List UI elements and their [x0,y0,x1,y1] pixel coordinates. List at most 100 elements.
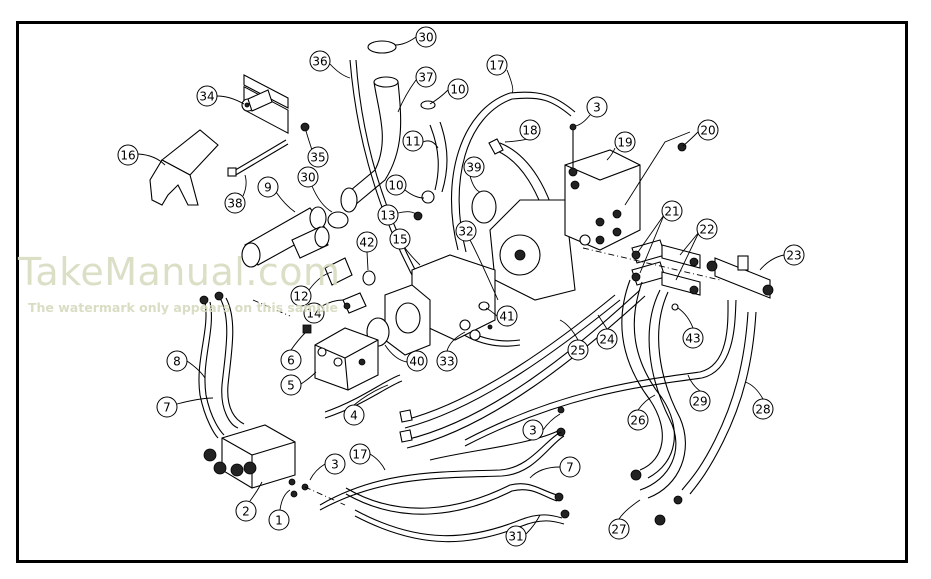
callout-31: 31 [505,525,527,547]
callout-label: 19 [617,136,632,150]
diagram-frame [16,21,908,563]
callout-label: 9 [264,181,272,195]
callout-circle [447,78,469,100]
part-31-hose [354,509,563,537]
callout-circle [608,518,630,540]
callout-circle [522,419,544,441]
callout-circle [402,130,424,152]
callout-label: 13 [380,209,395,223]
callout-label: 3 [593,101,601,115]
callout-circle [166,350,188,372]
callout-43: 43 [682,327,704,349]
callout-37: 37 [415,66,437,88]
part-2-valve-block [203,424,296,489]
callout-13: 13 [377,204,399,226]
callout-label: 32 [458,225,473,239]
callout-circle [661,200,683,222]
callout-label: 25 [570,344,585,358]
callout-circle [349,443,371,465]
callout-label: 3 [331,458,339,472]
callout-circle [614,131,636,153]
callout-circle [415,66,437,88]
callout-label: 15 [392,233,407,247]
part-33-fittings [459,319,493,341]
part-25-hose [404,294,616,421]
callout-circle [559,456,581,478]
callout-18: 18 [519,119,541,141]
part-39-o-ring [471,190,497,224]
callout-label: 37 [418,71,433,85]
callout-label: 28 [755,403,770,417]
callout-41: 41 [496,305,518,327]
callout-label: 41 [499,310,514,324]
callout-circle [156,396,178,418]
part-43-o-ring [671,303,679,311]
callout-1: 1 [268,509,290,531]
callout-21: 21 [661,200,683,222]
part-35-nut [300,122,310,132]
part-22-elbows [661,244,701,296]
callout-label: 17 [352,448,367,462]
part-23-manifold [706,255,774,299]
callout-circle [406,350,428,372]
callout-circle [377,204,399,226]
callout-label: 33 [439,355,454,369]
callout-9: 9 [257,176,279,198]
callout-circle [682,327,704,349]
callout-circle [486,54,508,76]
callout-19: 19 [614,131,636,153]
callout-label: 24 [599,333,614,347]
part-5-gear-pump [314,327,379,391]
part-30-clamp-top [367,40,397,54]
callout-circle [586,96,608,118]
callout-26: 26 [627,409,649,431]
callout-40: 40 [406,350,428,372]
callout-10: 10 [447,78,469,100]
callout-label: 10 [388,179,403,193]
part-28-hose [681,311,749,491]
callout-label: 34 [199,90,214,104]
callout-4: 4 [343,404,365,426]
part-32-main-pump [489,199,576,301]
callout-circle [389,228,411,250]
callout-label: 17 [489,59,504,73]
leader-lines [137,36,785,535]
callout-circle [224,192,246,214]
part-37-elbow-hose [340,76,402,213]
part-6-fitting [302,324,312,334]
callout-circle [196,85,218,107]
part-16-bracket [149,129,219,206]
callout-35: 35 [307,146,329,168]
part-29-hose [464,299,729,441]
callout-circle [268,509,290,531]
centerline [582,247,721,281]
callout-label: 14 [306,307,321,321]
callout-label: 4 [350,409,358,423]
callout-label: 30 [300,171,315,185]
part-17-hose-lower [319,431,562,506]
part-21-elbows [631,239,666,286]
callout-label: 27 [611,523,626,537]
callout-label: 18 [522,124,537,138]
callout-circle [697,119,719,141]
callout-label: 16 [120,149,135,163]
part-36-hose [349,59,521,347]
callout-circle [455,220,477,242]
callout-circle [567,339,589,361]
part-30-clamp-lower [327,211,349,229]
callout-circle [596,328,618,350]
part-17-hose-top [451,91,576,251]
part-38-bolt [227,139,289,177]
callout-38: 38 [224,192,246,214]
callout-label: 40 [409,355,424,369]
parts-artwork [149,40,774,543]
callout-circle [356,231,378,253]
callout-label: 26 [630,414,645,428]
callout-16: 16 [117,144,139,166]
part-26-hose [621,279,663,471]
callout-circle [280,374,302,396]
callout-label: 1 [275,514,283,528]
callout-circle [436,350,458,372]
